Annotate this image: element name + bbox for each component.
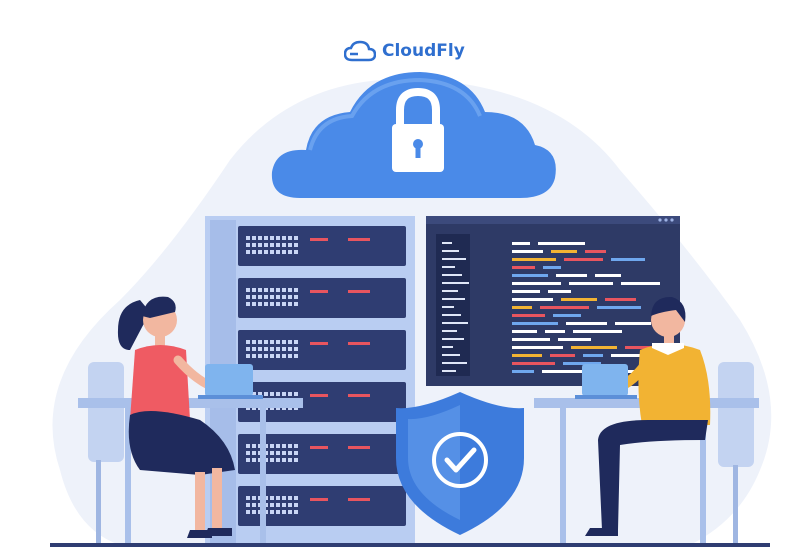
laptop-icon <box>575 364 637 399</box>
padlock-icon <box>392 87 444 172</box>
server-unit <box>238 434 406 474</box>
right-workstation <box>534 296 759 546</box>
server-unit <box>238 278 406 318</box>
brand-name: CloudFly <box>382 41 465 61</box>
code-monitor <box>426 216 680 386</box>
floor-line <box>50 543 770 547</box>
shield-check-icon <box>396 392 524 535</box>
laptop-icon <box>198 364 263 399</box>
server-unit <box>238 330 406 370</box>
left-workstation <box>78 296 303 546</box>
cloud-icon <box>344 40 376 62</box>
brand-logo: CloudFly <box>344 36 465 66</box>
server-unit <box>238 226 406 266</box>
